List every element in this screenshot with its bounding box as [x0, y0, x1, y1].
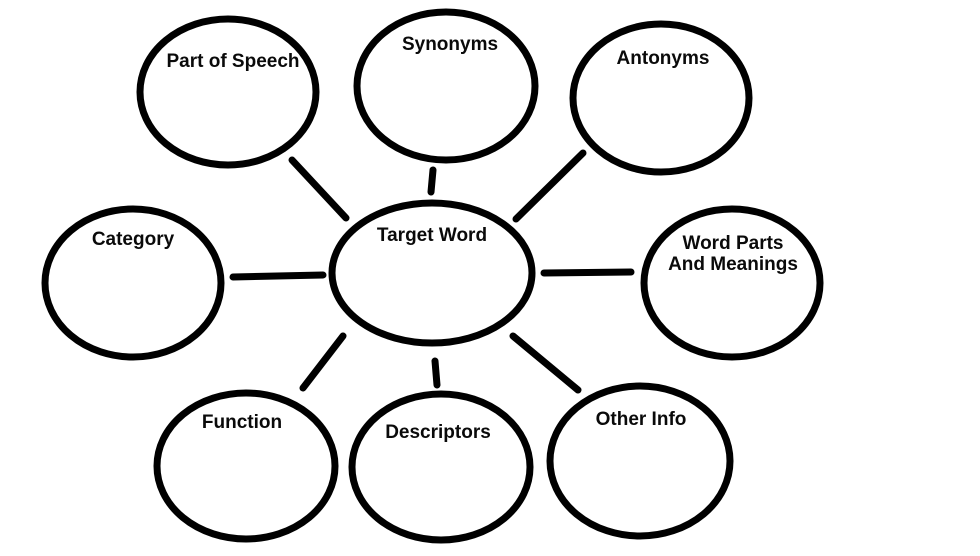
descriptors-ellipse [348, 390, 534, 544]
connector-descriptors [431, 357, 441, 389]
antonyms-label: Antonyms [617, 48, 710, 69]
connector-part-of-speech [288, 156, 350, 222]
node-function: Function [153, 389, 339, 543]
word-parts-ellipse [640, 205, 824, 361]
connector-word-parts [540, 268, 635, 277]
function-label: Function [202, 412, 282, 433]
part-of-speech-ellipse [136, 15, 320, 169]
word-parts-label-line2: And Meanings [668, 254, 798, 275]
antonyms-ellipse [569, 20, 753, 176]
node-target-word: Target Word [328, 199, 536, 347]
connector-category [229, 271, 327, 281]
target-word-label: Target Word [377, 225, 487, 246]
node-word-parts-and-meanings: Word Parts And Meanings [640, 205, 824, 361]
node-antonyms: Antonyms [569, 20, 753, 176]
node-descriptors: Descriptors [348, 390, 534, 544]
connector-synonyms [427, 166, 437, 196]
node-synonyms: Synonyms [353, 8, 539, 164]
other-info-ellipse [546, 382, 734, 540]
connector-other-info [509, 332, 582, 394]
other-info-label: Other Info [596, 409, 687, 430]
node-other-info: Other Info [546, 382, 734, 540]
category-label: Category [92, 229, 175, 250]
node-part-of-speech: Part of Speech [136, 15, 320, 169]
word-parts-label-line1: Word Parts [682, 233, 783, 254]
connector-antonyms [512, 149, 587, 223]
descriptors-label: Descriptors [385, 422, 491, 443]
synonyms-label: Synonyms [402, 34, 498, 55]
node-category: Category [41, 205, 225, 361]
category-ellipse [41, 205, 225, 361]
connector-function [299, 332, 347, 392]
synonyms-ellipse [353, 8, 539, 164]
part-of-speech-label: Part of Speech [166, 51, 299, 72]
target-word-ellipse [328, 199, 536, 347]
function-ellipse [153, 389, 339, 543]
